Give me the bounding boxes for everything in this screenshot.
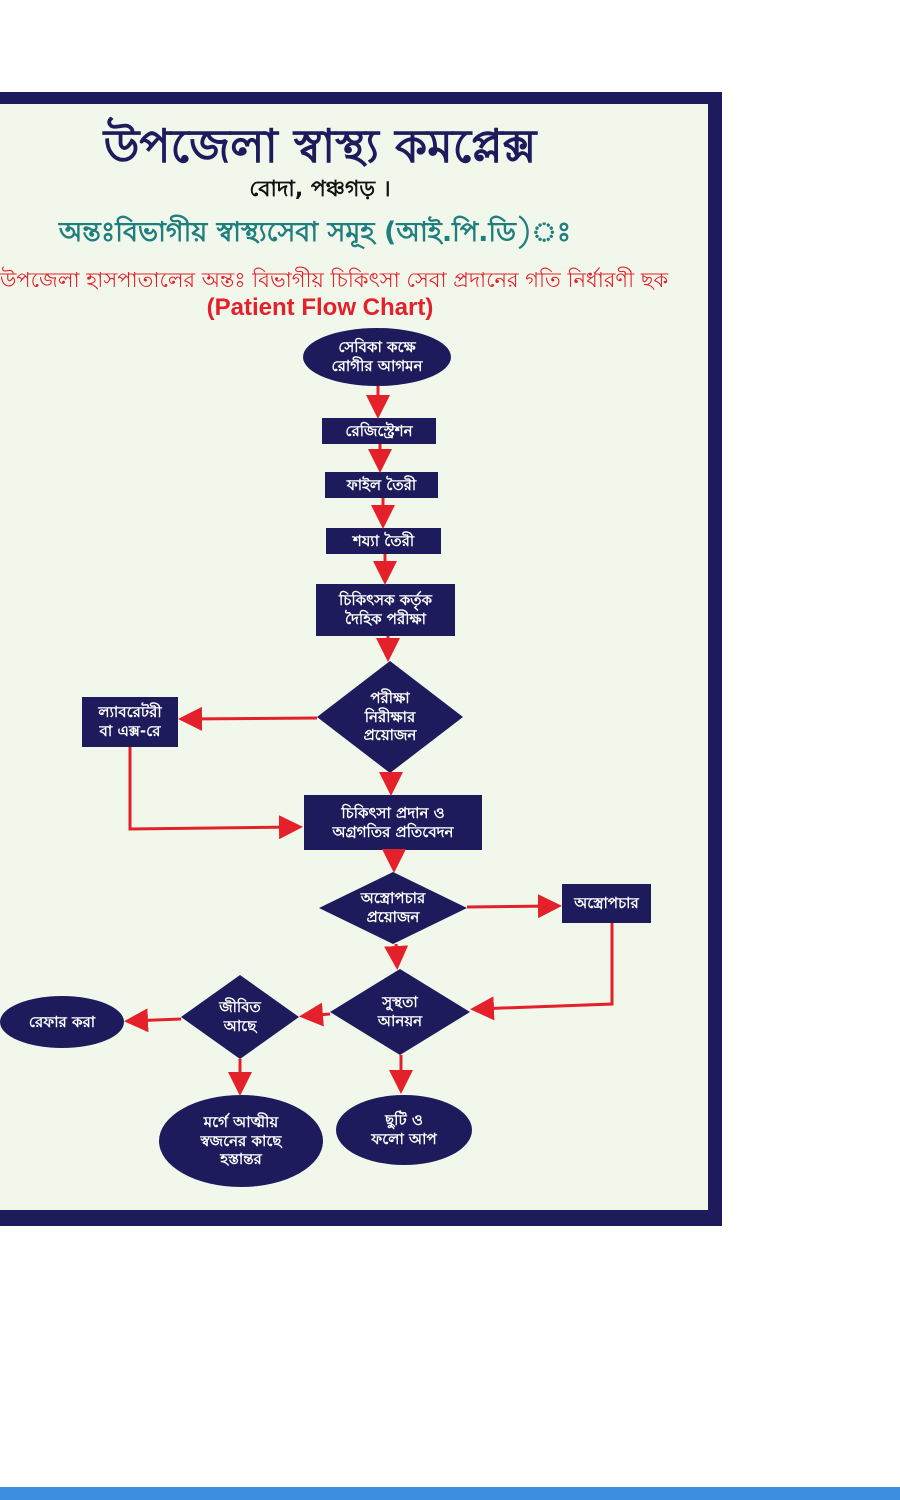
node-line: পরীক্ষা: [370, 688, 410, 707]
node-line: চিকিৎসক কর্তৃক: [338, 591, 433, 610]
discharge-shape: [336, 1095, 472, 1165]
chart-description: উপজেলা হাসপাতালের অন্তঃ বিভাগীয় চিকিৎসা…: [0, 268, 669, 292]
node-discharge: ছুটি ও ফলো আপ: [336, 1095, 472, 1165]
node-line: প্রয়োজন: [363, 726, 417, 745]
arrow: [299, 1002, 331, 1027]
file-shape: [325, 472, 438, 498]
node-recovery: সুস্থতা আনয়ন: [345, 988, 455, 1036]
node-treatment: চিকিৎসা প্রদান ও অগ্রগতির প্রতিবেদন: [304, 795, 482, 850]
test-needed-shape: [317, 661, 463, 773]
morgue-shape: [159, 1095, 323, 1187]
arrow: [124, 1008, 182, 1033]
arrow: [384, 943, 409, 970]
poster-title: উপজেলা স্বাস্থ্য কমপ্লেক্স: [103, 119, 537, 173]
arrow: [470, 923, 614, 1021]
node-line: চিকিৎসা প্রদান ও: [341, 803, 445, 822]
node-exam: চিকিৎসক কর্তৃক দৈহিক পরীক্ষা: [316, 584, 455, 636]
node-lab: ল্যাবরেটরী বা এক্স-রে: [82, 697, 178, 747]
node-line: রেফার করা: [28, 1012, 96, 1031]
exam-shape: [316, 584, 455, 636]
node-line: বা এক্স-রে: [99, 722, 161, 740]
node-line: আছে: [223, 1017, 257, 1035]
node-line: হস্তান্তর: [220, 1150, 262, 1169]
arrival-shape: [303, 328, 451, 386]
node-arrival: সেবিকা কক্ষে রোগীর আগমন: [303, 328, 451, 386]
node-line: আনয়ন: [377, 1012, 423, 1030]
node-line: নিরীক্ষার: [364, 707, 416, 726]
node-line: প্রয়োজন: [366, 908, 420, 926]
node-morgue: মর্গে আত্মীয় স্বজনের কাছে হস্তান্তর: [159, 1095, 323, 1187]
arrow: [466, 894, 562, 919]
node-line: ল্যাবরেটরী: [98, 703, 162, 722]
node-line: জীবিত: [219, 998, 261, 1017]
alive-shape: [181, 975, 299, 1059]
bottom-bar: [0, 1487, 900, 1500]
node-line: দৈহিক পরীক্ষা: [344, 610, 427, 628]
lab-shape: [82, 697, 178, 747]
node-line: রোগীর আগমন: [331, 357, 423, 375]
node-line: রেজিস্ট্রেশন: [345, 421, 413, 440]
surgery-shape: [562, 884, 651, 923]
refer-shape: [0, 996, 124, 1048]
arrow: [178, 706, 318, 731]
poster-location: বোদা, পঞ্চগড় ।: [249, 177, 391, 202]
treatment-shape: [304, 795, 482, 850]
node-line: সুস্থতা: [382, 993, 418, 1012]
node-surgery-needed: অস্ত্রোপচার প্রয়োজন: [333, 884, 453, 932]
node-line: ফলো আপ: [371, 1130, 437, 1148]
bed-shape: [326, 528, 441, 554]
node-line: মর্গে আত্মীয়: [203, 1112, 279, 1131]
node-line: অগ্রগতির প্রতিবেদন: [332, 822, 454, 841]
node-line: ফাইল তৈরী: [346, 475, 417, 494]
node-bed: শয্যা তৈরী: [326, 528, 441, 554]
arrow: [128, 747, 303, 840]
node-registration: রেজিস্ট্রেশন: [322, 418, 436, 444]
node-line: শয্যা তৈরী: [352, 531, 415, 550]
section-heading: অন্তঃবিভাগীয় স্বাস্থ্যসেবা সমূহ (আই.পি.…: [58, 217, 572, 248]
node-line: সেবিকা কক্ষে: [338, 338, 416, 357]
node-surgery: অস্ত্রোপচার: [562, 884, 651, 923]
node-line: স্বজনের কাছে: [200, 1131, 282, 1150]
surgery-needed-shape: [319, 872, 467, 944]
chart-english-title: (Patient Flow Chart): [206, 294, 434, 321]
node-refer: রেফার করা: [0, 996, 124, 1048]
node-line: ছুটি ও: [385, 1111, 423, 1130]
node-alive: জীবিত আছে: [195, 993, 285, 1041]
recovery-shape: [330, 969, 470, 1055]
node-file: ফাইল তৈরী: [325, 472, 438, 498]
node-line: অস্ত্রোপচার: [360, 889, 426, 908]
node-line: অস্ত্রোপচার: [574, 894, 639, 913]
registration-shape: [322, 418, 436, 444]
node-test-needed: পরীক্ষা নিরীক্ষার প্রয়োজন: [330, 680, 450, 754]
